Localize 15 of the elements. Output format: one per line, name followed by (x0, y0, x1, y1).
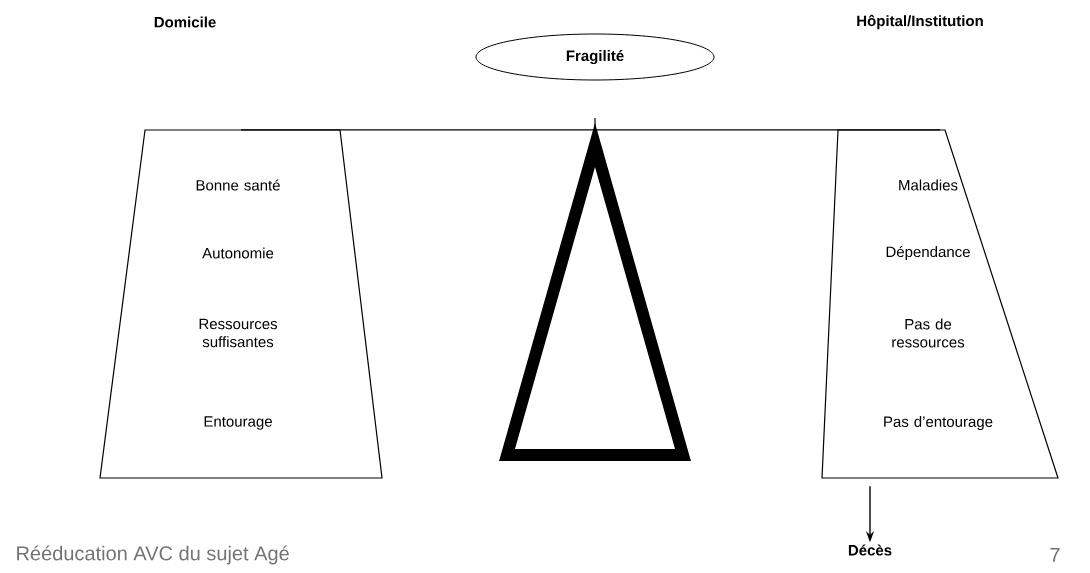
pan-text: Pas d’entourage (884, 416, 993, 430)
balance-beam (240, 129, 941, 131)
footer-text: Rééducation AVC du sujet Agé (17, 545, 289, 565)
heading-text: Domicile (154, 16, 216, 28)
heading-text: Hôpital/Institution (857, 14, 983, 30)
pan-text: Pas de ressources (892, 318, 965, 348)
pan-text: Autonomie (202, 247, 274, 259)
pan-text: Dépendance (886, 245, 970, 261)
ellipse-node: Fragilité (475, 33, 715, 81)
outcome-text: Décès (848, 544, 892, 556)
pan-text: Ressources suffisantes (199, 318, 278, 348)
pan-text: Entourage (204, 416, 272, 430)
pan-text: Maladies (899, 179, 958, 191)
page-number: 7 (1050, 548, 1060, 562)
pan-text: Bonne santé (196, 179, 280, 191)
